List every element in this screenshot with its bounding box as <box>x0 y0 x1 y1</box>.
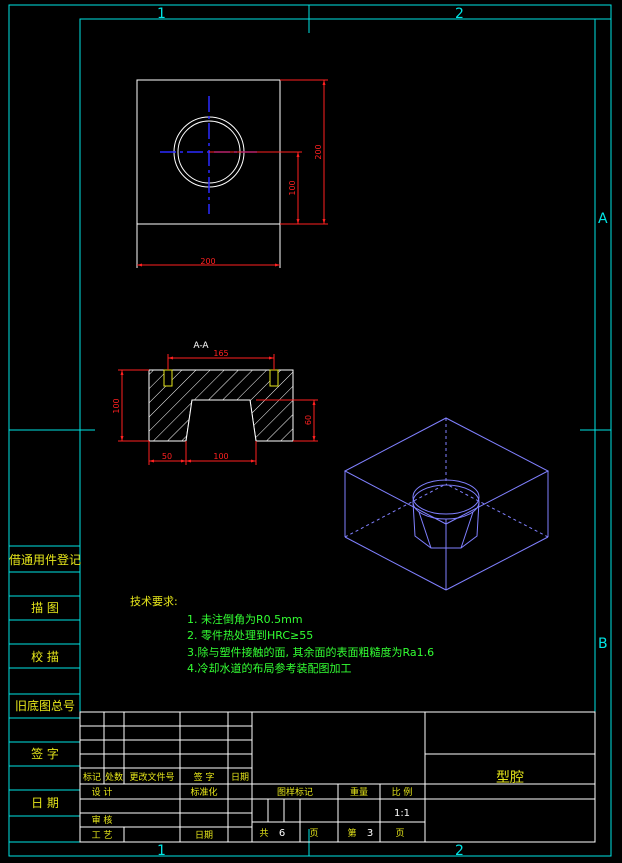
section-view-cavity <box>185 399 257 442</box>
zone-label-right-b: B <box>598 636 608 652</box>
notes-line-1: 1. 未注倒角为R0.5mm <box>187 612 303 626</box>
notes-line-3: 3.除与塑件接触的面, 其余面的表面粗糙度为Ra1.6 <box>187 645 434 659</box>
tb-col-sign: 签 字 <box>194 771 215 783</box>
tb-standardize: 标准化 <box>190 786 217 798</box>
section-dim-hole-spacing: 165 <box>213 349 228 358</box>
tb-review: 审 核 <box>92 814 113 826</box>
tb-col-change-doc: 更改文件号 <box>129 771 174 783</box>
tb-part-name: 型腔 <box>496 770 524 786</box>
tb-total-label: 共 <box>259 828 268 839</box>
tb-total-value: 6 <box>279 828 285 839</box>
zone-labels: 1 2 1 2 A B <box>157 6 608 859</box>
section-view-bolt-hole-right <box>269 369 279 387</box>
top-view-dim-width: 200 <box>200 257 215 266</box>
zone-label-top-2: 2 <box>455 6 464 22</box>
top-view-dim-half: 100 <box>288 180 297 195</box>
section-dim-cavity-width: 100 <box>213 452 228 461</box>
isometric-view <box>343 417 550 591</box>
title-block-grid <box>79 711 596 843</box>
tb-page-label: 页 <box>309 828 318 839</box>
tb-scale-label: 比 例 <box>392 786 413 798</box>
tb-col-date: 日期 <box>231 772 249 783</box>
tb-stage-mark: 图样标记 <box>277 786 313 798</box>
tb-weight: 重量 <box>350 786 368 798</box>
notes-line-4: 4.冷却水道的布局参考装配图加工 <box>187 661 352 675</box>
side-cell-date: 日 期 <box>31 796 59 810</box>
zone-label-bottom-2: 2 <box>455 843 464 859</box>
iso-top-face <box>343 417 550 525</box>
zone-label-bottom-1: 1 <box>157 843 166 859</box>
tb-sheet-value: 3 <box>367 828 373 839</box>
sheet-frame <box>8 4 612 857</box>
side-record-labels: 借通用件登记 描 图 校 描 旧底图总号 签 字 日 期 <box>9 552 81 810</box>
tb-scale-value: 1:1 <box>394 808 410 819</box>
side-cell-checking: 校 描 <box>31 649 59 664</box>
top-view: 200 200 100 <box>136 79 328 268</box>
tb-date-label: 日期 <box>195 830 213 841</box>
section-view: A-A 165 100 60 50 100 <box>112 341 318 465</box>
section-view-dimensions <box>118 354 318 465</box>
technical-notes: 技术要求: 1. 未注倒角为R0.5mm 2. 零件热处理到HRC≥55 3.除… <box>130 595 434 675</box>
side-cell-tracing: 描 图 <box>31 601 59 615</box>
side-record-strip <box>9 545 80 843</box>
zone-label-top-1: 1 <box>157 6 166 22</box>
outer-border <box>8 4 612 857</box>
notes-line-2: 2. 零件热处理到HRC≥55 <box>187 629 313 642</box>
side-cell-borrow-record: 借通用件登记 <box>9 552 81 567</box>
section-dim-height: 100 <box>112 398 121 413</box>
tb-process: 工 艺 <box>92 830 113 841</box>
iso-cavity-top-rim <box>412 479 480 515</box>
side-cell-old-drawing-no: 旧底图总号 <box>15 698 75 713</box>
side-cell-signature: 签 字 <box>31 746 59 761</box>
tb-sheet-label: 第 <box>347 827 356 839</box>
section-view-bolt-hole-left <box>163 369 173 387</box>
tb-col-mark: 标记 <box>83 771 101 783</box>
section-view-title: A-A <box>193 341 209 351</box>
tb-col-count: 处数 <box>105 771 123 783</box>
title-block-labels: 标记 处数 更改文件号 签 字 日期 设 计 标准化 审 核 工 艺 日期 图样… <box>83 770 524 841</box>
tb-design: 设 计 <box>92 786 113 798</box>
notes-heading: 技术要求: <box>130 595 178 608</box>
tb-sheet-page: 页 <box>395 828 404 839</box>
zone-label-right-a: A <box>598 211 608 227</box>
top-view-dim-height: 200 <box>314 144 323 159</box>
top-view-dimensions <box>137 79 328 267</box>
section-dim-left-offset: 50 <box>162 452 172 461</box>
section-dim-cavity-depth: 60 <box>304 415 313 425</box>
